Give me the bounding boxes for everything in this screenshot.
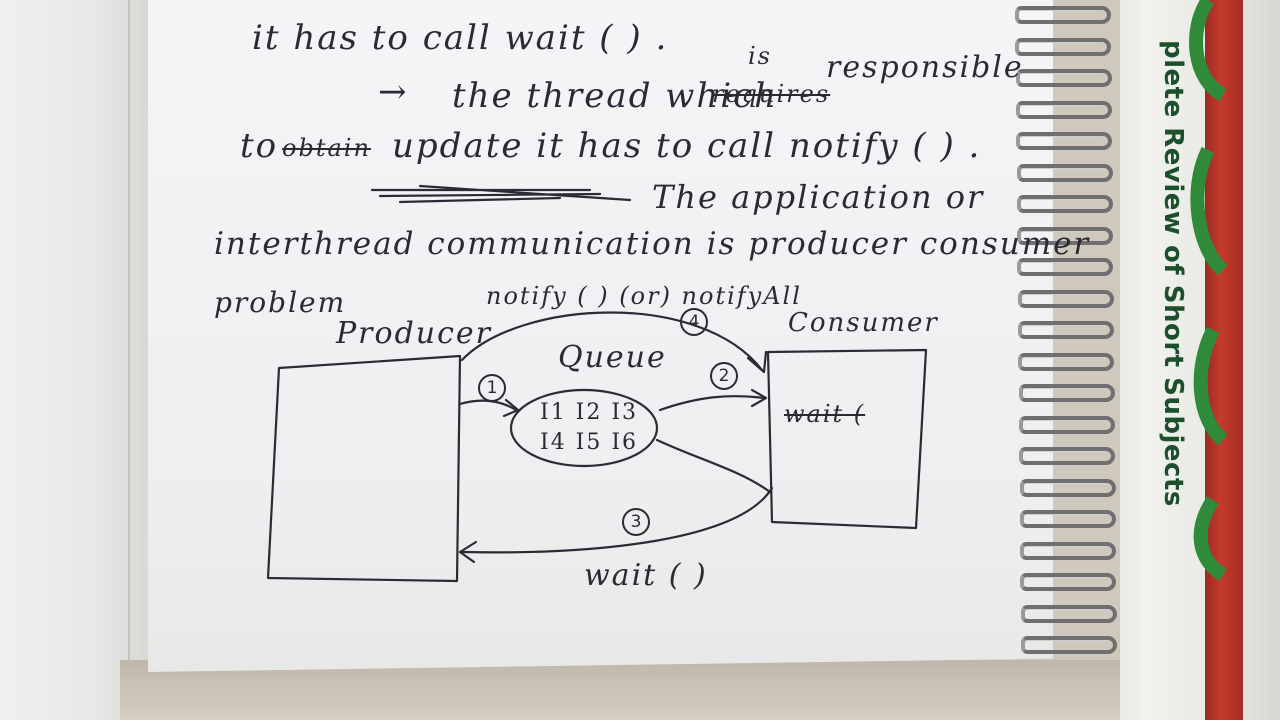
- note-line-2: the thread which: [452, 76, 779, 116]
- step-2-circle: 2: [710, 362, 738, 390]
- note-line-6: problem: [214, 286, 347, 319]
- spiral-coil: [1015, 37, 1112, 56]
- spiral-coil: [1018, 384, 1115, 402]
- spiral-coil: [1020, 604, 1117, 623]
- notify-arrowhead: [746, 350, 768, 374]
- spiral-coil: [1021, 636, 1117, 654]
- step-4-circle: 4: [680, 308, 708, 336]
- spiral-coil: [1020, 573, 1117, 591]
- notebook-page: [148, 0, 1053, 672]
- book-logo-shape: [1189, 0, 1228, 581]
- spiral-coil: [1015, 100, 1112, 119]
- paper-stack-left: [0, 0, 150, 720]
- spiral-coil: [1019, 447, 1116, 465]
- queue-label: Queue: [558, 340, 667, 375]
- queue-items-row-2: I4 I5 I6: [540, 430, 639, 455]
- consumer-box: [766, 348, 928, 530]
- spiral-coil: [1020, 541, 1117, 560]
- note-line-3-struck: obtain: [282, 134, 371, 162]
- notify-arc: [460, 311, 764, 372]
- note-line-2-end: responsible: [826, 50, 1024, 85]
- spiral-coil: [1017, 289, 1114, 308]
- consumer-struck-wait: wait (: [784, 400, 866, 428]
- spiral-coil: [1017, 258, 1114, 276]
- spiral-coil: [1016, 163, 1113, 182]
- spiral-coil: [1016, 195, 1113, 213]
- book-red-stripe: [1205, 0, 1243, 720]
- desk-shadow: [120, 660, 1120, 720]
- wait-arc: [460, 486, 774, 554]
- queue-items-row-1: I1 I2 I3: [540, 400, 639, 425]
- note-line-2-struck: requires: [712, 80, 831, 108]
- consumer-label: Consumer: [788, 308, 939, 338]
- step-1-circle: 1: [478, 374, 506, 402]
- spiral-coil: [1015, 6, 1111, 24]
- producer-box: [266, 354, 462, 583]
- arrow-queue-to-consumer: [658, 395, 766, 412]
- step-3-circle: 3: [622, 508, 650, 536]
- spiral-coil: [1018, 415, 1115, 434]
- note-line-5: interthread communication is producer co…: [214, 226, 1091, 262]
- spiral-coil: [1018, 352, 1115, 371]
- note-line-2-insert: is: [748, 42, 772, 70]
- note-line-2-arrow: →: [378, 72, 409, 112]
- arrow-2-head: [750, 388, 768, 408]
- spiral-coil: [1016, 132, 1113, 150]
- notify-label: notify ( ) (or) notifyAll: [486, 282, 802, 310]
- wait-label: wait ( ): [584, 558, 708, 593]
- queue-ellipse: [509, 388, 659, 468]
- arrow-1-head: [502, 398, 520, 418]
- scribble-mark: [370, 184, 632, 204]
- spiral-coil: [1019, 478, 1116, 497]
- spiral-coil: [1015, 69, 1112, 87]
- note-line-3-start: to: [240, 126, 279, 166]
- note-line-3: update it has to call notify ( ) .: [392, 126, 982, 166]
- note-line-1: it has to call wait ( ) .: [252, 18, 669, 58]
- note-line-4: The application or: [652, 178, 985, 216]
- spiral-coil: [1019, 510, 1116, 528]
- side-arc: [655, 438, 772, 494]
- spiral-coil: [1017, 226, 1114, 245]
- spiral-binding: [1015, 0, 1125, 680]
- producer-label: Producer: [336, 316, 493, 351]
- spiral-coil: [1018, 321, 1114, 339]
- wait-arrowhead: [458, 540, 478, 564]
